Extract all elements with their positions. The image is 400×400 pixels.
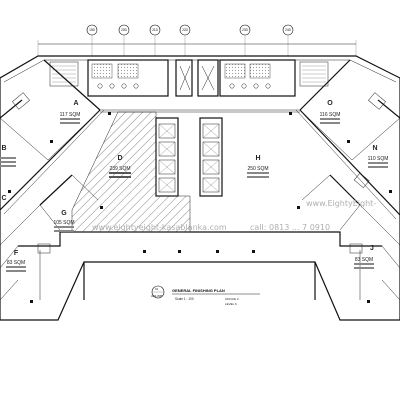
grid-bubble: 20D <box>118 24 130 36</box>
unit-letter: F <box>14 250 19 257</box>
unit-label-g: G 105 SQM <box>53 210 75 232</box>
grid-bubble: 21D <box>149 24 161 36</box>
unit-letter: B <box>1 145 6 152</box>
unit-letter: J <box>370 245 374 252</box>
unit-area: 239 SQM <box>109 166 130 172</box>
unit-label-d: D 239 SQM <box>109 155 131 178</box>
unit-area: 117 SQM <box>60 112 81 118</box>
unit-area: 83 SQM <box>355 257 373 263</box>
structural-columns <box>8 112 392 303</box>
plan-title: GENERAL FINISHING PLAN <box>172 288 225 293</box>
stair-right <box>302 65 326 83</box>
unit-area: 250 SQM <box>247 166 268 172</box>
watermark: www.eightyeight-kasablanka.com call: 081… <box>92 199 376 232</box>
grid-bubbles: 19D 20D 21D 22D 23D 24D <box>86 24 294 36</box>
grid-bubble: 19D <box>86 24 98 36</box>
unit-area: 105 SQM <box>53 220 74 226</box>
unit-letter: G <box>61 210 67 217</box>
grid-bubble: 22D <box>179 24 191 36</box>
top-dimension-line <box>37 32 357 56</box>
unit-label-n: N 110 SQM <box>368 145 389 168</box>
drawing-number: 01 <box>155 287 159 291</box>
lift-shafts-right <box>202 123 220 193</box>
unit-letter: H <box>255 155 260 162</box>
grid-tag-label: 23D <box>242 28 249 32</box>
unit-label-h: H 250 SQM <box>247 155 269 178</box>
unit-label-c: C <box>1 195 6 202</box>
unit-letter: D <box>117 155 122 162</box>
stair-left <box>52 65 76 83</box>
grid-tag-label: 22D <box>182 28 189 32</box>
unit-label-b: B <box>0 145 16 167</box>
grid-bubble: 23D <box>239 24 251 36</box>
grid-tag-label: 20D <box>121 28 128 32</box>
unit-label-f: F 83 SQM <box>6 250 26 272</box>
service-core <box>49 59 329 97</box>
unit-letter: N <box>372 145 377 152</box>
grid-tag-label: 21D <box>152 28 159 32</box>
unit-label-j: J 83 SQM <box>354 245 374 269</box>
lift-shafts-left <box>158 123 176 193</box>
unit-letter: C <box>1 195 6 202</box>
unit-label-o: O 116 SQM <box>320 100 341 124</box>
unit-area: 83 SQM <box>7 260 25 266</box>
plan-ref-level: LEVEL 6 <box>225 302 237 306</box>
title-block: 01 A02-805 GENERAL FINISHING PLAN Scale … <box>151 285 260 306</box>
watermark-url-right: www.EightyEight- <box>306 199 376 208</box>
lift-banks <box>155 117 223 197</box>
drawing-code: A02-805 <box>151 294 163 298</box>
grid-tag-label: 19D <box>89 28 96 32</box>
unit-dividers <box>0 92 400 301</box>
unit-letter: O <box>327 100 333 107</box>
grid-bubble: 24D <box>282 24 294 36</box>
unit-area: 116 SQM <box>320 112 341 118</box>
grid-tag-label: 24D <box>285 28 292 32</box>
wing-walls <box>0 59 400 246</box>
unit-label-a: A 117 SQM <box>60 100 81 124</box>
plan-ref-office: OFFICE 3 <box>225 297 239 301</box>
unit-letter: A <box>73 100 78 107</box>
unit-area: 110 SQM <box>368 156 389 162</box>
plan-scale: Scale 1 : 100 <box>175 297 194 301</box>
watermark-phone: call: 0813 ... 7 0910 <box>250 223 330 232</box>
watermark-url: www.eightyeight-kasablanka.com <box>92 223 227 232</box>
